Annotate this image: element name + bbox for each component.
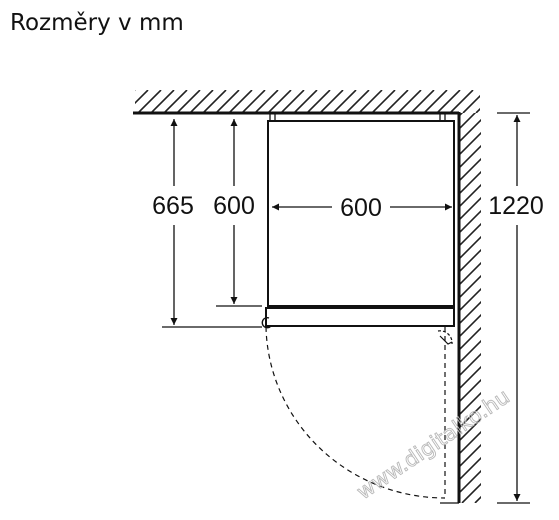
hatch-line [459,222,481,248]
appliance-body [267,112,455,307]
hatch-line [137,90,162,113]
dimension-width: 600 [272,194,452,222]
hatch-line [459,274,481,300]
hatch-line [254,90,279,113]
hatch-line [332,90,357,113]
hatch-line [163,90,188,113]
hatch-line [59,90,472,503]
hatch-line [459,170,481,196]
hatch-line [475,107,480,113]
hatch-line [397,90,422,113]
hatch-line [449,90,474,113]
hatch-line [459,391,481,417]
hatch-line [371,90,396,113]
hatch-line [189,90,214,113]
dimension-label-600-depth: 600 [213,192,255,220]
hatch-line [459,144,481,170]
hatch-line [489,90,512,113]
dimension-clearance: 1220 [488,115,544,501]
hatch-line [459,469,481,495]
hatch-line [150,90,175,113]
hatch-line [176,90,201,113]
hatch-line [280,90,305,113]
door-swing-path [265,326,453,499]
back-wall [133,90,525,115]
hatch-line [459,417,481,443]
hatch-line [215,90,240,113]
dimension-depth-total: 665 [152,119,194,325]
hatch-line [459,430,481,456]
diagram-title: Rozměry v mm [10,10,184,36]
hatch-line [345,90,370,113]
hatch-line [459,261,481,287]
hatch-line [462,94,480,113]
hatch-line [410,90,435,113]
hatch-line [459,287,481,313]
watermark: www.digitalko.hu [352,384,514,504]
hatch-line [502,90,525,113]
hatch-line [514,90,559,503]
extension-lines [162,112,530,504]
dimension-label-600-width: 600 [340,194,382,222]
hatch-line [267,90,292,113]
hatch-line [459,235,481,261]
hatch-line [461,482,481,503]
dimension-depth-body: 600 [213,119,255,304]
hatch-line [241,90,266,113]
appliance-door [261,307,455,329]
hatch-line [202,90,227,113]
hatch-line [306,90,331,113]
hatch-line [459,183,481,209]
hatch-line [459,131,481,157]
dimension-label-665: 665 [152,192,194,220]
hatch-line [135,90,136,92]
dimension-label-1220: 1220 [488,192,544,220]
hatch-line [135,90,149,105]
hatch-line [540,90,559,503]
hatch-line [501,90,559,503]
hatch-line [553,90,559,503]
hatch-line [228,90,253,113]
hatch-line [459,248,481,274]
hatch-line [46,90,459,503]
hatch-line [423,90,448,113]
hatch-line [459,209,481,235]
hatch-line [319,90,344,113]
hatch-line [384,90,409,113]
hatch-line [459,157,481,183]
hatch-line [488,90,559,503]
hatch-line [527,90,559,503]
hatch-line [436,90,461,113]
hatch-line [358,90,383,113]
hatch-line [293,90,318,113]
side-wall [46,90,559,503]
